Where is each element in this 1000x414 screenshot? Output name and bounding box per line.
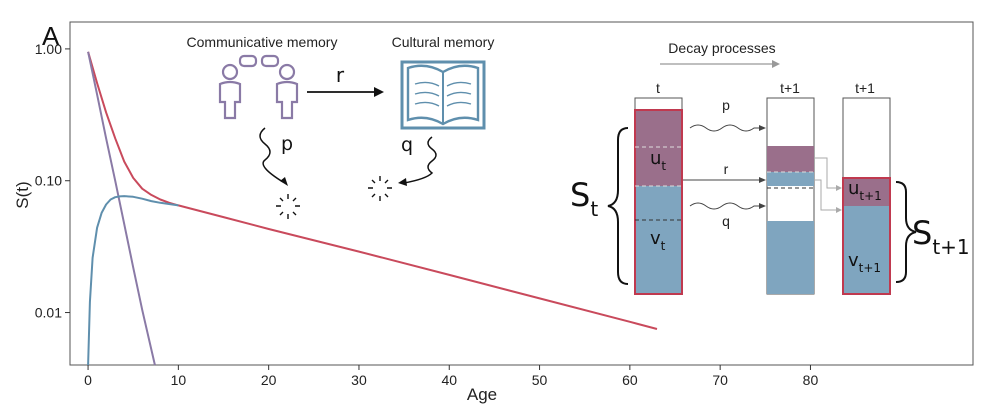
- transfer-arrowhead: [374, 87, 384, 97]
- y-tick-label: 0.10: [35, 173, 62, 189]
- x-tick-label: 80: [803, 372, 819, 388]
- merge-connector-u: [815, 157, 837, 189]
- v-t-label: vt: [650, 228, 666, 253]
- decay-direction-arrowhead: [772, 60, 780, 68]
- x-tick-label: 10: [171, 372, 187, 388]
- box-t: [634, 97, 683, 295]
- series-line-total: [87, 51, 658, 330]
- arrow-q-label: q: [722, 213, 730, 229]
- merge-connector-u-head: [836, 185, 842, 191]
- cult-decay-squiggle: [403, 136, 437, 184]
- x-axis-label: Age: [467, 385, 497, 404]
- x-tick-label: 40: [441, 372, 457, 388]
- u-t1-label: ut+1: [848, 178, 882, 203]
- series-line-communicative: [87, 51, 156, 366]
- x-tick-label: 0: [84, 372, 92, 388]
- comm-decay-arrowhead: [280, 177, 288, 186]
- y-tick-label: 1.00: [35, 41, 62, 57]
- x-tick-label: 20: [261, 372, 277, 388]
- people-icon: [218, 54, 299, 120]
- v-t1-label: vt+1: [848, 250, 881, 275]
- x-tick-label: 60: [622, 372, 638, 388]
- arrow-p-label: p: [722, 97, 730, 113]
- plot-frame: [69, 21, 974, 366]
- x-tick-label: 30: [351, 372, 367, 388]
- decay-processes-label: Decay processes: [668, 40, 775, 56]
- series-line-cultural: [87, 195, 179, 366]
- brace-s-t: [607, 127, 629, 285]
- book-icon: [400, 60, 486, 130]
- cult-decay-rate-label: q: [401, 134, 413, 156]
- comm-decay-burst-icon: [276, 194, 300, 219]
- u-t-label: ut: [650, 148, 666, 173]
- comm-decay-rate-label: p: [281, 133, 293, 155]
- box-t1-right: [842, 97, 891, 295]
- s-t1-label: St+1: [912, 214, 970, 259]
- col-label-t1b: t+1: [855, 80, 875, 96]
- transfer-arrowhead-r: [759, 177, 766, 183]
- comm-decay-squiggle: [259, 127, 284, 183]
- box-t1-middle: [766, 97, 815, 295]
- chart-series: [87, 51, 658, 366]
- cult-decay-arrowhead: [398, 178, 407, 186]
- transfer-rate-label: r: [336, 63, 345, 87]
- x-tick-label: 50: [532, 372, 548, 388]
- s-t-label: St: [570, 176, 598, 221]
- decay-arrowhead-q: [759, 203, 766, 209]
- communicative-memory-label: Communicative memory: [187, 34, 338, 50]
- decay-arrowhead-p: [759, 125, 766, 131]
- col-label-t: t: [656, 80, 660, 96]
- axis-ticks: 0 10 20 30 40 50 60 70 80 1.00 0.10 0.01: [35, 41, 819, 388]
- cult-decay-burst-icon: [368, 176, 392, 201]
- arrow-r-label: r: [724, 161, 729, 177]
- brace-s-t1: [895, 181, 917, 283]
- decay-arrow-p: [689, 124, 762, 132]
- col-label-t1a: t+1: [780, 80, 800, 96]
- decay-arrow-q: [689, 202, 762, 210]
- cultural-memory-label: Cultural memory: [392, 34, 495, 50]
- panel-label: A: [42, 21, 60, 51]
- y-tick-label: 0.01: [35, 305, 62, 321]
- x-tick-label: 70: [712, 372, 728, 388]
- y-axis-label: S(t): [13, 181, 32, 208]
- merge-connector-v-head: [836, 207, 842, 213]
- merge-connector-v: [815, 179, 837, 211]
